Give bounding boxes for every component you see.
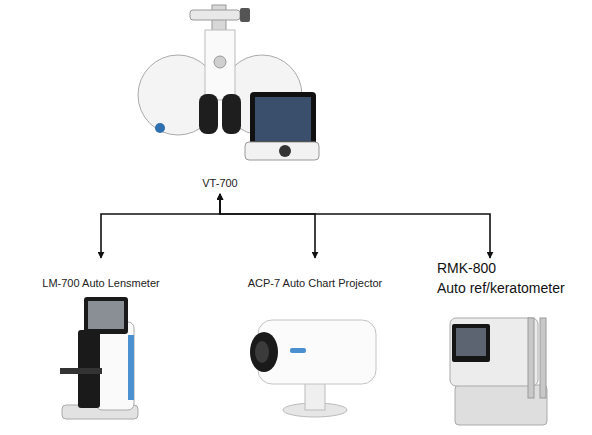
- host-device: VT-700: [125, 0, 315, 192]
- autoref-chin-rest: [528, 318, 534, 398]
- device-label: Auto ref/keratometer: [437, 278, 565, 298]
- device-label: VT-700: [202, 176, 237, 190]
- lensmeter-screen-frame: [84, 297, 128, 334]
- connected-device: LM-700 Auto Lensmeter: [26, 258, 176, 430]
- phoropter-bar: [190, 10, 240, 20]
- phoropter-eyepiece: [222, 94, 241, 134]
- autoref-screen: [452, 324, 490, 362]
- phoropter-illustration: [138, 5, 319, 160]
- projector-indicator: [290, 348, 306, 353]
- projector-lens: [250, 332, 278, 372]
- device-label: RMK-800: [437, 258, 496, 278]
- bus-connector: [220, 194, 315, 258]
- lensmeter-illustration: [60, 297, 138, 419]
- lensmeter-body: [96, 322, 134, 410]
- connected-device: RMK-800Auto ref/keratometer: [410, 258, 570, 430]
- tablet-screen: [255, 97, 311, 141]
- bus-connector: [220, 194, 490, 258]
- projector-illustration: [250, 320, 376, 417]
- lensmeter-stage: [60, 368, 102, 374]
- autoref-chin-rest: [540, 318, 546, 398]
- projector-stand: [305, 382, 325, 410]
- device-label: LM-700 Auto Lensmeter: [42, 276, 159, 290]
- phoropter-knob: [240, 8, 250, 22]
- control-pad: [245, 142, 319, 160]
- device-label: ACP-7 Auto Chart Projector: [248, 276, 383, 290]
- bus-connector: [101, 194, 220, 258]
- phoropter-logo: [155, 123, 165, 133]
- autorefractor-illustration: [450, 318, 547, 425]
- lensmeter-screen: [88, 301, 124, 329]
- control-dial: [279, 145, 291, 157]
- autoref-body: [450, 318, 538, 386]
- phoropter-eyepiece: [199, 94, 218, 134]
- autoref-screen-glass: [456, 328, 486, 356]
- connected-device: ACP-7 Auto Chart Projector: [240, 258, 390, 430]
- phoropter-dial: [214, 56, 226, 68]
- lensmeter-trim: [128, 335, 134, 400]
- phoropter-center: [205, 30, 235, 100]
- tablet-frame: [250, 92, 316, 148]
- projector-lens-glass: [255, 341, 269, 363]
